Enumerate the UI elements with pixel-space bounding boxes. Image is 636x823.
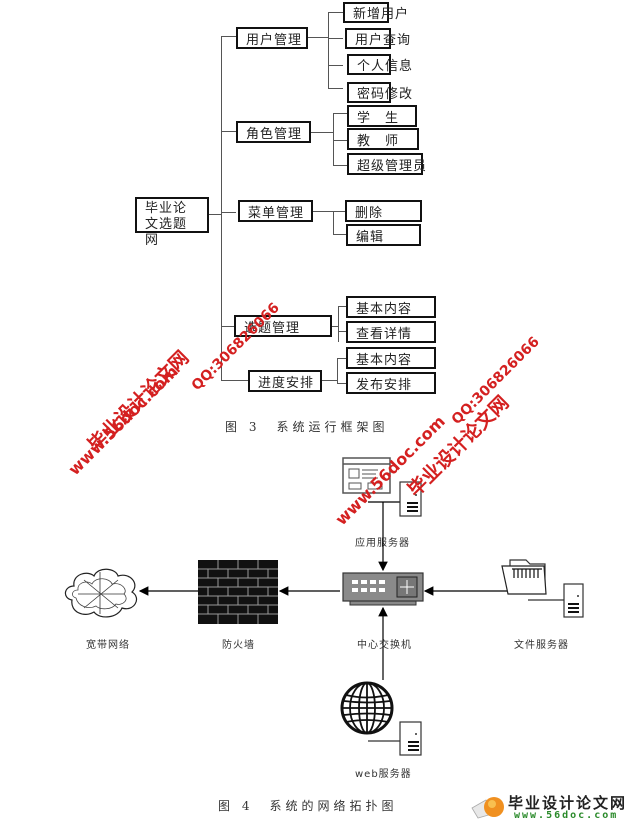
web-server-globe-icon — [340, 681, 422, 756]
connector — [209, 214, 221, 215]
app-server-label: 应用服务器 — [355, 538, 410, 549]
connector — [313, 211, 333, 212]
figure-4-caption: 图 4 系统的网络拓扑图 — [218, 799, 398, 813]
leaf-node: 基本内容 — [346, 347, 436, 369]
connector — [328, 12, 343, 13]
connector — [328, 12, 329, 88]
branch-node-topic-management: 选题管理 — [234, 315, 332, 337]
connector — [333, 234, 346, 235]
connector — [338, 306, 347, 307]
connector — [337, 358, 338, 383]
leaf-node: 学 生 — [347, 105, 417, 127]
connector — [221, 212, 236, 213]
footer-logo: 毕业设计论文网 www.56doc.com — [470, 792, 636, 823]
leaf-node: 发布安排 — [346, 372, 436, 394]
connector — [337, 383, 347, 384]
branch-node-schedule: 进度安排 — [248, 370, 322, 392]
file-server-label: 文件服务器 — [514, 640, 569, 651]
connector — [337, 358, 347, 359]
connector — [328, 65, 343, 66]
connector — [333, 113, 334, 165]
leaf-node: 查看详情 — [346, 321, 436, 343]
internet-cloud-icon — [64, 568, 137, 618]
connector — [221, 36, 236, 37]
logo-url: www.56doc.com — [514, 810, 619, 821]
logo-title: 毕业设计论文网 — [508, 794, 628, 812]
firewall-label: 防火墙 — [222, 640, 255, 651]
firewall-icon — [198, 560, 278, 624]
connector — [333, 165, 347, 166]
branch-node-user-management: 用户管理 — [236, 27, 308, 49]
trunk-line — [221, 36, 222, 380]
connector — [338, 331, 347, 332]
internet-label: 宽带网络 — [86, 640, 130, 651]
connector — [338, 306, 339, 342]
connector — [221, 131, 236, 132]
branch-node-role-management: 角色管理 — [236, 121, 311, 143]
connector — [311, 132, 333, 133]
leaf-node: 超级管理员 — [347, 153, 426, 175]
figure-3-caption: 图 3 系统运行框架图 — [225, 420, 389, 434]
connector — [221, 326, 236, 327]
connector — [221, 380, 248, 381]
web-server-label: web服务器 — [355, 769, 412, 780]
leaf-node: 教 师 — [347, 128, 419, 150]
connector — [332, 326, 338, 327]
connector — [333, 113, 347, 114]
leaf-node: 编辑 — [346, 224, 421, 246]
connector — [322, 380, 337, 381]
switch-icon — [342, 572, 424, 606]
root-node: 毕业论文选题网 — [135, 197, 209, 248]
leaf-node: 删除 — [345, 200, 422, 222]
connector — [333, 211, 334, 234]
connector — [333, 140, 347, 141]
app-server-icon — [342, 457, 422, 517]
switch-label: 中心交换机 — [357, 640, 412, 651]
leaf-node: 基本内容 — [346, 296, 436, 318]
connector — [328, 88, 343, 89]
connector — [328, 38, 343, 39]
connector — [308, 37, 328, 38]
file-server-icon — [501, 559, 584, 618]
branch-node-menu-management: 菜单管理 — [238, 200, 313, 222]
logo-icon — [471, 797, 504, 819]
connector — [333, 211, 346, 212]
